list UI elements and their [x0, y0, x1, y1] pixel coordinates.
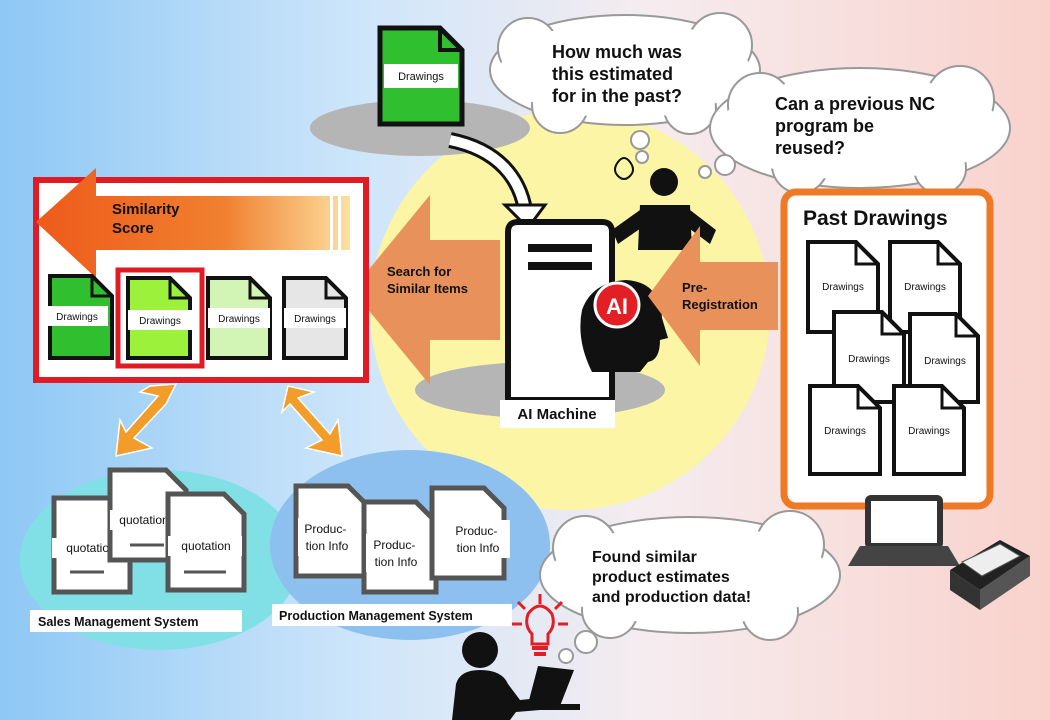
svg-text:AI Machine: AI Machine [517, 406, 596, 423]
production-link-arrow [280, 385, 343, 457]
svg-text:quotation: quotation [181, 539, 230, 553]
svg-text:Search for Similar Items: Search for Similar Items [387, 264, 468, 296]
thought2-line-1: Can a previous NC [775, 94, 935, 114]
svg-text:quotation: quotation [119, 513, 168, 527]
production-system-label: Production Management System [272, 604, 512, 626]
svg-text:Found similar product es: Found similar product estimates and prod… [592, 549, 751, 606]
person-at-laptop-icon [452, 632, 580, 720]
past-drawing-2: Drawings [888, 240, 962, 334]
production-info-doc-3: Produc- tion Info [429, 485, 510, 581]
quotation-doc-1: quotation [51, 495, 133, 595]
past-drawing-6: Drawings [892, 384, 966, 476]
result-drawing-1: Drawings [46, 274, 114, 360]
past-drawing-1: Drawings [806, 240, 880, 334]
computer-icon [848, 495, 960, 566]
thought1-line-3: for in the past? [552, 86, 682, 106]
result-drawing-3: Drawings [206, 276, 272, 360]
production-info-doc-2: Produc- tion Info [361, 499, 439, 595]
svg-text:Drawings: Drawings [924, 356, 966, 367]
found-line-2: product estimates [592, 569, 730, 586]
ai-head-icon: AI [580, 280, 668, 372]
thought2-line-2: program be [775, 116, 874, 136]
past-drawings-title: Past Drawings [803, 207, 948, 230]
best-match-highlight [115, 267, 205, 369]
past-drawing-5: Drawings [808, 384, 882, 476]
thought1-line-2: this estimated [552, 64, 673, 84]
search-line-2: Similar Items [387, 281, 468, 296]
thought2-line-3: reused? [775, 138, 845, 158]
svg-text:Produc- tion Info: Produc- tion Info [373, 538, 418, 569]
svg-text:Similarity Score: Similarity Score [112, 201, 184, 237]
thought-bubble-estimate: How much was this estimated for in the p… [489, 12, 761, 164]
svg-text:Drawings: Drawings [218, 314, 260, 325]
svg-text:Sales Management System: Sales Management System [38, 615, 199, 629]
similarity-score-arrow: Similarity Score [36, 168, 350, 278]
pre-registration-arrow: Pre- Registration [648, 226, 778, 366]
svg-text:Drawings: Drawings [824, 426, 866, 437]
svg-text:How much was this estima: How much was this estimated for in the p… [552, 42, 687, 106]
sales-system-label: Sales Management System [30, 610, 242, 632]
svg-text:Produc- tion Info: Produc- tion Info [304, 522, 349, 553]
production-info-doc-1: Produc- tion Info [293, 483, 371, 579]
found-line-1: Found similar [592, 549, 697, 566]
input-to-machine-arrow [448, 132, 548, 231]
svg-text:Drawings: Drawings [848, 354, 890, 365]
search-similar-arrow: Search for Similar Items [352, 195, 500, 385]
ai-machine-label: AI Machine [500, 400, 615, 428]
pre-line-1: Pre- [682, 280, 707, 295]
pre-line-2: Registration [682, 297, 758, 312]
svg-text:Drawings: Drawings [139, 316, 181, 327]
similarity-line-2: Score [112, 220, 154, 237]
svg-text:Drawings: Drawings [294, 314, 336, 325]
quotation-doc-3: quotation [165, 491, 247, 593]
svg-text:Produc- tion Info: Produc- tion Info [455, 524, 500, 555]
svg-text:Drawings: Drawings [908, 426, 950, 437]
svg-text:Pre- Registration: Pre- Registration [682, 280, 758, 312]
confused-person-icon [612, 157, 716, 250]
svg-text:Drawings: Drawings [904, 282, 946, 293]
result-drawing-4: Drawings [282, 276, 348, 360]
found-line-3: and production data! [592, 589, 751, 606]
input-drawing-doc: Drawings [377, 25, 465, 127]
similarity-line-1: Similarity [112, 201, 180, 218]
svg-text:Can a previous NC progra: Can a previous NC program be reused? [775, 94, 940, 158]
sales-link-arrow [115, 383, 178, 457]
svg-text:Drawings: Drawings [56, 312, 98, 323]
search-line-1: Search for [387, 264, 451, 279]
lightbulb-icon [512, 594, 568, 656]
svg-text:Production Management System: Production Management System [279, 609, 473, 623]
svg-text:quotation: quotation [66, 541, 115, 555]
found-thought-bubble: Found similar product estimates and prod… [539, 510, 841, 664]
scanner-icon [950, 540, 1030, 610]
thought-bubble-nc-program: Can a previous NC program be reused? [698, 65, 1011, 195]
ai-badge-text: AI [606, 294, 628, 319]
input-drawing-label: Drawings [398, 71, 444, 83]
thought1-line-1: How much was [552, 42, 682, 62]
svg-text:Drawings: Drawings [822, 282, 864, 293]
result-drawing-2: Drawings [126, 276, 192, 360]
